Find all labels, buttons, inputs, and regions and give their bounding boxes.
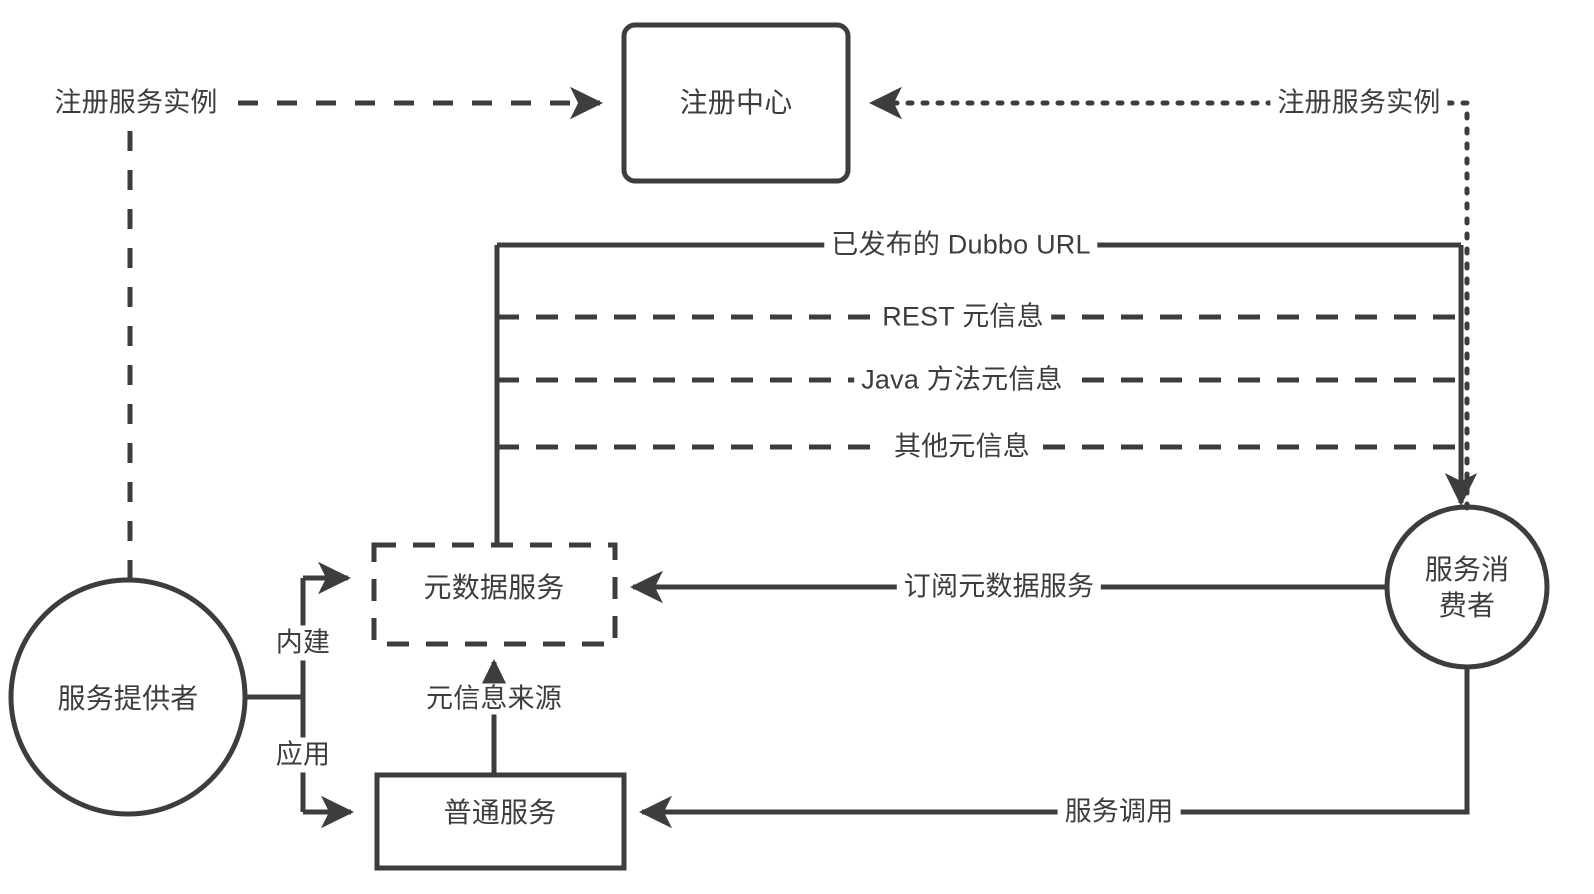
edge-label-other-meta: 其他元信息 — [887, 431, 1037, 463]
node-consumer-label-line2: 费者 — [1438, 590, 1496, 622]
edge-label-builtin: 内建 — [270, 625, 336, 661]
edge-register-instance-right — [869, 86, 1470, 511]
edge-label-application: 应用 — [270, 737, 336, 773]
edge-label-subscribe-metadata: 订阅元数据服务 — [896, 571, 1102, 603]
node-normal-service-label: 普通服务 — [443, 796, 557, 828]
edge-label-service-invocation: 服务调用 — [1057, 796, 1181, 828]
edge-label-register-instance-left: 注册服务实例 — [47, 87, 225, 119]
node-registry-label: 注册中心 — [679, 86, 793, 118]
edge-register-instance-left — [127, 86, 603, 580]
edge-label-java-method-meta: Java 方法元信息 — [854, 364, 1070, 396]
node-provider-label: 服务提供者 — [57, 682, 199, 714]
node-metadata-service-label: 元数据服务 — [423, 571, 565, 603]
node-registry[interactable] — [621, 22, 851, 184]
node-consumer-label-line1: 服务消 — [1424, 554, 1510, 586]
edge-service-invocation — [639, 667, 1470, 829]
node-normal-service[interactable] — [374, 772, 627, 871]
edge-label-register-instance-right: 注册服务实例 — [1270, 87, 1448, 119]
edge-label-published-dubbo-url: 已发布的 Dubbo URL — [824, 229, 1098, 261]
edge-label-rest-meta: REST 元信息 — [875, 301, 1051, 333]
edge-label-meta-source: 元信息来源 — [419, 683, 569, 715]
